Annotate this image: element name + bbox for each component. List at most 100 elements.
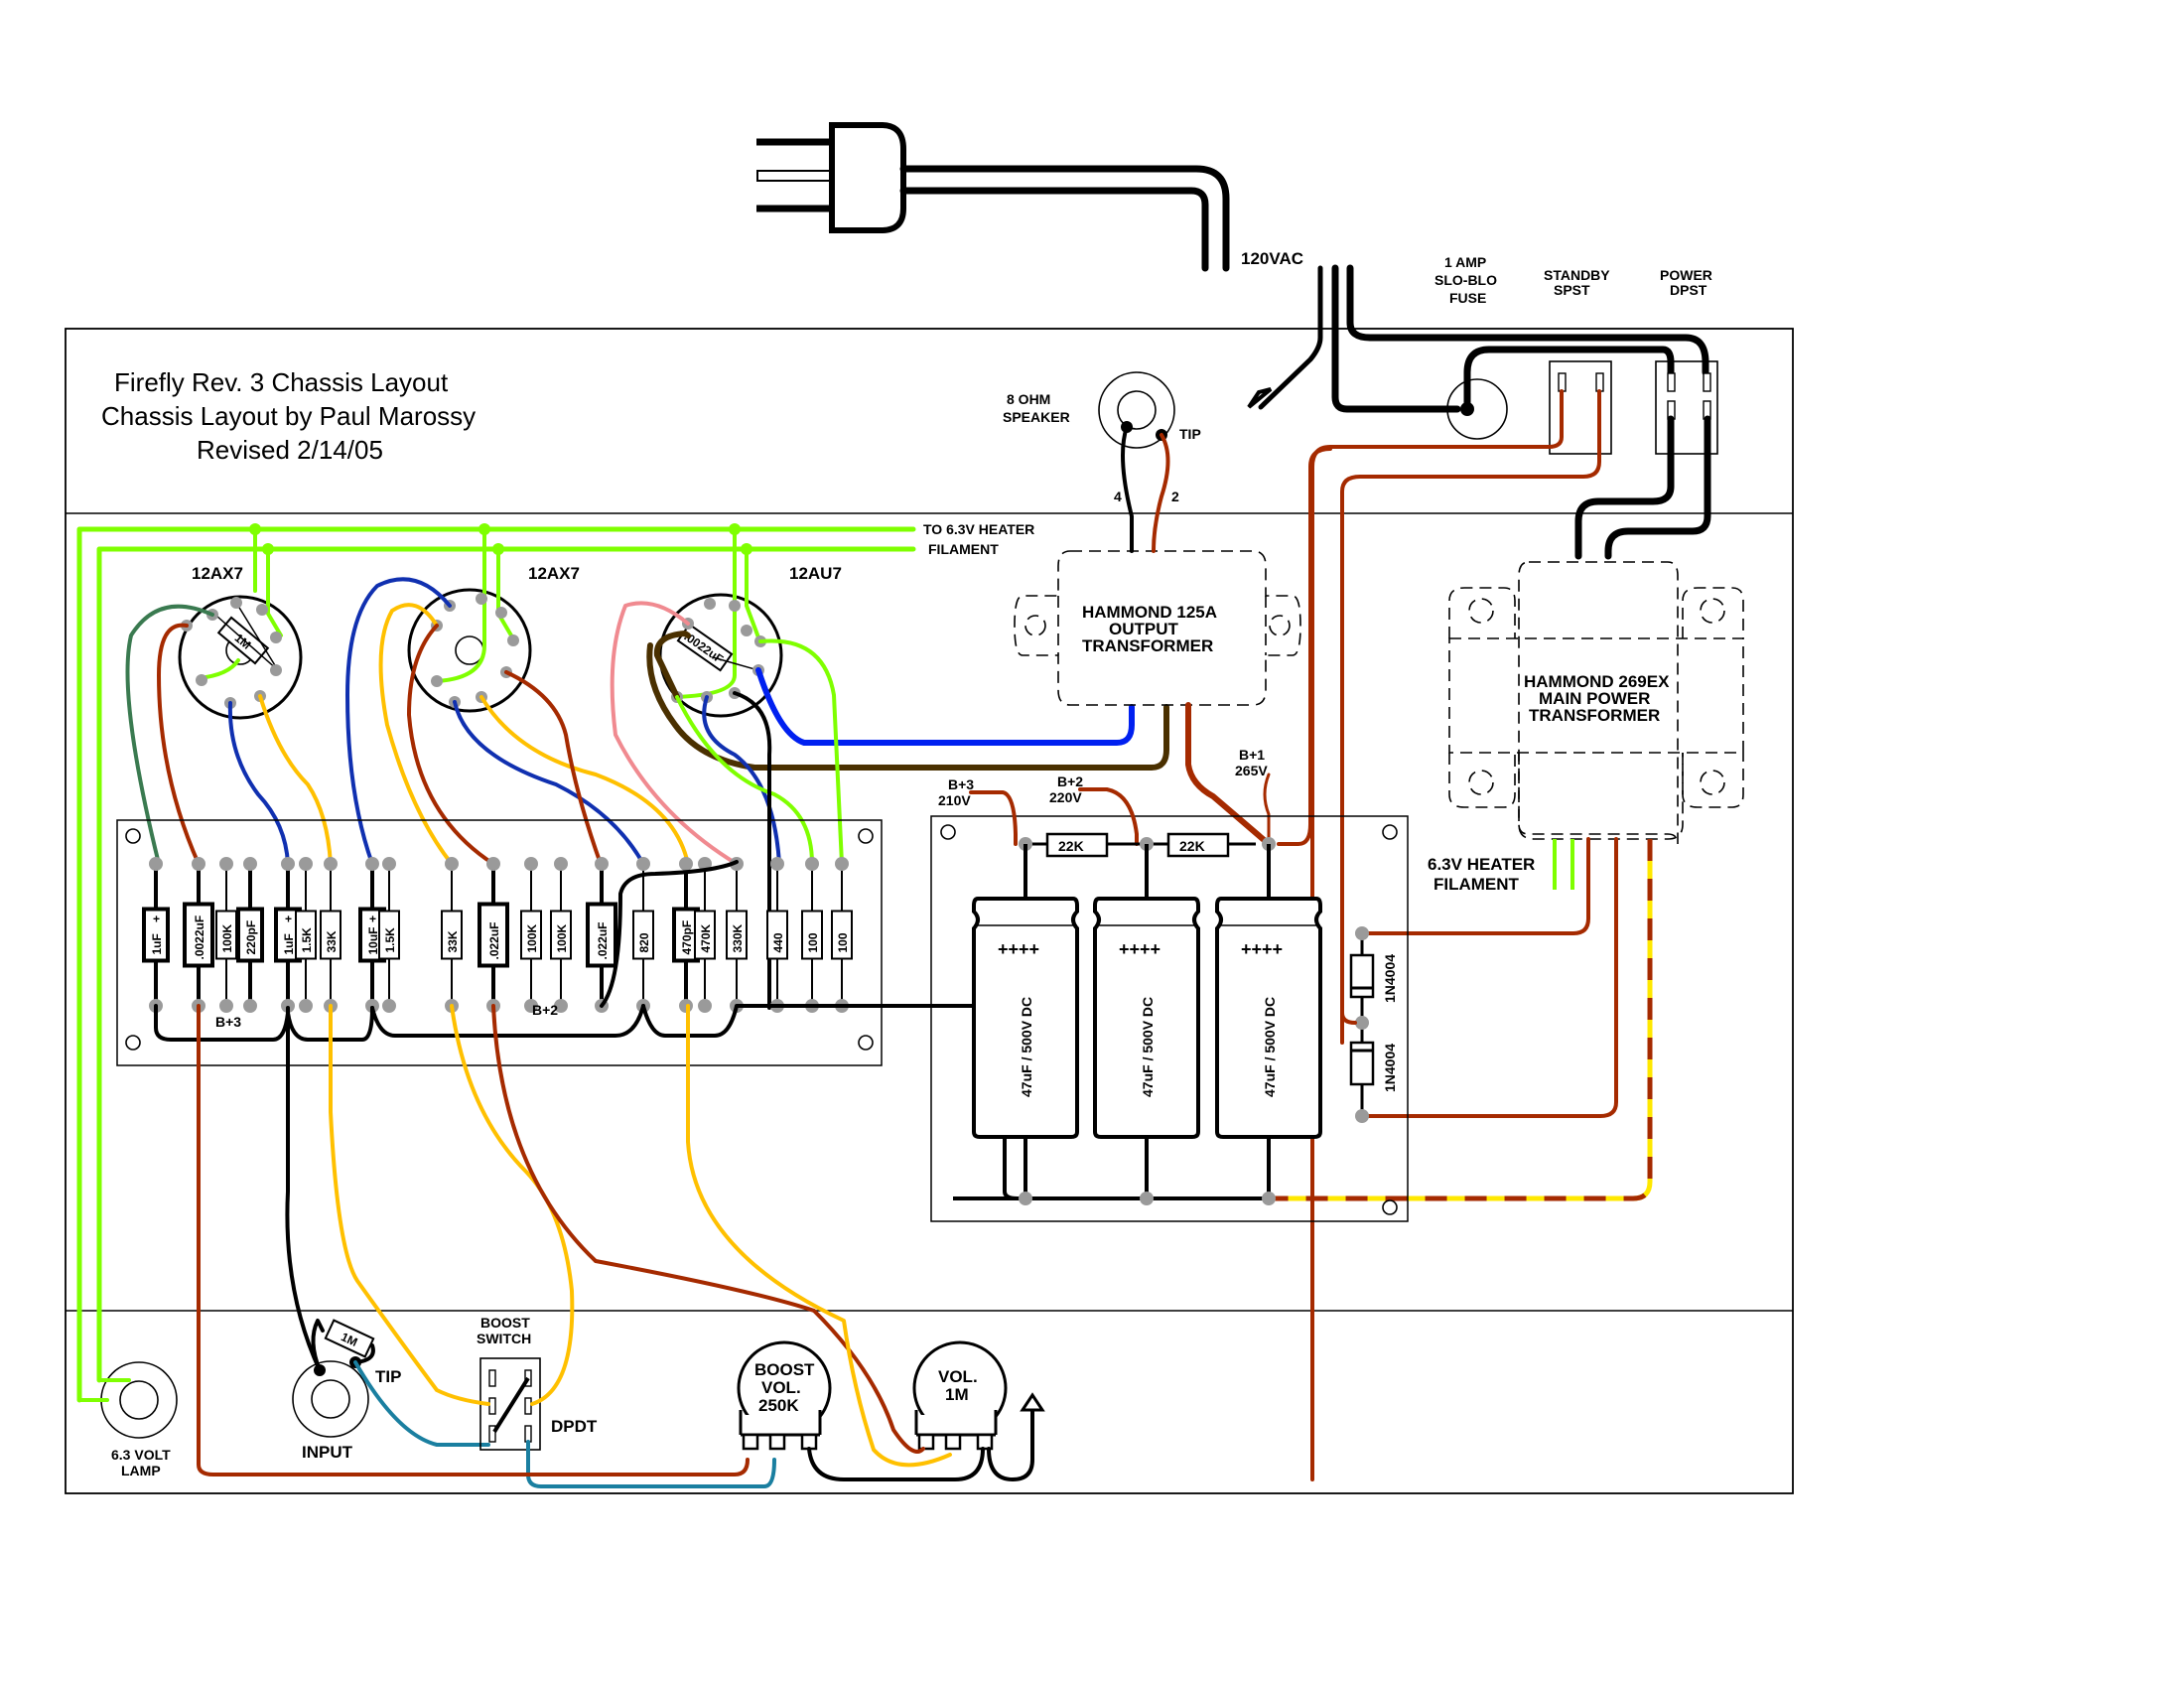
turret-component-value: 1.5K <box>383 927 397 953</box>
turret-component-value: 1uF <box>150 933 164 954</box>
dropping-resistor-1: 22K <box>1045 832 1109 858</box>
title-block: Firefly Rev. 3 Chassis Layout Chassis La… <box>101 367 476 465</box>
turret-component-value: 1uF <box>282 933 296 954</box>
b2-label: B+2 220V <box>1049 773 1083 805</box>
tube-1-label: 12AX7 <box>192 564 243 583</box>
turret-lug <box>524 999 538 1013</box>
svg-text:B+3: B+3 <box>948 776 974 792</box>
ground-arrow <box>1020 1392 1045 1412</box>
turret-component-resistor: 33K <box>320 857 341 1013</box>
svg-text:B+1: B+1 <box>1239 747 1265 763</box>
standby-wire-2 <box>1340 389 1601 1045</box>
mains-plug: 120VAC <box>756 122 1303 272</box>
turret-component-value: 100K <box>555 923 569 952</box>
turret-lug <box>770 857 784 871</box>
svg-text:BOOST: BOOST <box>480 1315 530 1331</box>
turret-component-resistor: 470K <box>694 857 716 1013</box>
dropping-resistor-2: 22K <box>1166 832 1230 858</box>
b3-label: B+3 210V <box>938 776 974 808</box>
output-transformer: HAMMOND 125A OUTPUT TRANSFORMER <box>1014 550 1301 706</box>
boost-switch[interactable]: BOOST SWITCH DPDT <box>477 1315 598 1451</box>
turret-lug <box>805 857 819 871</box>
turret-lug <box>299 999 313 1013</box>
power-switch[interactable] <box>1655 360 1718 455</box>
turret-lug <box>219 999 233 1013</box>
svg-text:TIP: TIP <box>375 1367 401 1386</box>
svg-text:6.3 VOLT: 6.3 VOLT <box>111 1447 171 1463</box>
svg-text:1M: 1M <box>945 1385 969 1404</box>
svg-text:DPDT: DPDT <box>551 1417 598 1436</box>
svg-text:VOL.: VOL. <box>938 1367 978 1386</box>
turret-lug <box>636 857 650 871</box>
tube-socket-1[interactable]: 12AX7 1M <box>178 527 303 720</box>
heater-bus-1 <box>76 526 916 1403</box>
turret-component-capacitor: .022uF <box>478 857 509 1013</box>
turret-component-resistor: 100K <box>550 857 572 1013</box>
diode-2-label: 1N4004 <box>1382 1044 1398 1092</box>
title-line-3: Revised 2/14/05 <box>197 435 383 465</box>
volume-pot[interactable]: VOL. 1M <box>912 1340 1008 1451</box>
svg-text:SPST: SPST <box>1554 282 1590 298</box>
fuse-holder[interactable] <box>1446 378 1508 440</box>
svg-text:22K: 22K <box>1058 838 1084 854</box>
pilot-lamp: 6.3 VOLT LAMP <box>77 1361 178 1478</box>
b1-label: B+1 265V <box>1235 747 1268 778</box>
rectifier-diodes: 1N4004 1N4004 <box>1349 926 1398 1123</box>
tube-2-label: 12AX7 <box>528 564 580 583</box>
mains-ground-wire <box>1258 265 1323 410</box>
svg-text:TO 6.3V HEATER: TO 6.3V HEATER <box>923 521 1034 537</box>
turret-component-value: 100K <box>525 923 539 952</box>
boost-volume-pot[interactable]: BOOST VOL. 250K <box>737 1340 832 1451</box>
turret-lug <box>524 857 538 871</box>
turret-component-resistor: 33K <box>441 857 463 1013</box>
svg-text:TRANSFORMER: TRANSFORMER <box>1082 636 1213 655</box>
svg-text:2: 2 <box>1171 489 1179 504</box>
filter-capacitor: ++++47uF / 500V DC <box>1215 844 1322 1198</box>
turret-component-value: 33K <box>446 930 460 952</box>
svg-text:250K: 250K <box>758 1396 799 1415</box>
turret-lug <box>486 857 500 871</box>
turret-component-electrolytic: 1uF + <box>142 857 170 1013</box>
svg-text:8 OHM: 8 OHM <box>1007 391 1050 407</box>
turret-component-value: 100 <box>806 932 820 952</box>
svg-text:HAMMOND 269EX: HAMMOND 269EX <box>1524 672 1670 691</box>
speaker-jack[interactable]: 8 OHM SPEAKER TIP 4 2 <box>1003 371 1201 504</box>
mains-voltage-label: 120VAC <box>1241 249 1303 268</box>
turret-component-capacitor: .0022uF <box>183 857 214 1013</box>
svg-text:MAIN POWER: MAIN POWER <box>1539 689 1650 708</box>
polarity-mark: ++++ <box>1119 939 1160 959</box>
turret-component-resistor: 100 <box>831 857 853 1013</box>
svg-text:POWER: POWER <box>1660 267 1712 283</box>
filter-capacitor-value: 47uF / 500V DC <box>1019 997 1034 1097</box>
tube-socket-3[interactable]: 12AU7 .0022uF <box>658 527 842 718</box>
polarity-mark: + <box>153 913 160 926</box>
turret-component-resistor: 100K <box>520 857 542 1013</box>
turret-lug <box>149 857 163 871</box>
svg-text:265V: 265V <box>1235 763 1268 778</box>
turret-component-value: .0022uF <box>193 915 206 960</box>
turret-lug <box>365 857 379 871</box>
turret-component-resistor: 100 <box>801 857 823 1013</box>
svg-text:1M: 1M <box>339 1330 359 1349</box>
turret-component-value: 1.5K <box>300 927 314 953</box>
turret-component-resistor: 820 <box>632 857 654 1013</box>
svg-text:1 AMP: 1 AMP <box>1444 254 1486 270</box>
svg-text:DPST: DPST <box>1670 282 1707 298</box>
svg-text:6.3V HEATER: 6.3V HEATER <box>1428 855 1535 874</box>
title-line-1: Firefly Rev. 3 Chassis Layout <box>114 367 449 397</box>
tube-socket-2[interactable]: 12AX7 <box>407 527 580 713</box>
turret-lug <box>243 999 257 1013</box>
turret-component-value: .022uF <box>487 921 501 959</box>
turret-lug <box>595 857 609 871</box>
standby-switch[interactable] <box>1549 360 1612 455</box>
input-jack[interactable]: INPUT TIP 1M <box>292 1319 401 1462</box>
turret-component-value: 100 <box>836 932 850 952</box>
turret-component-value: .022uF <box>596 921 610 959</box>
svg-text:TRANSFORMER: TRANSFORMER <box>1529 706 1660 725</box>
turret-component-resistor: 1.5K <box>378 857 400 1013</box>
tube-3-label: 12AU7 <box>789 564 842 583</box>
turret-component-value: 470K <box>699 923 713 952</box>
turret-lug <box>679 857 693 871</box>
